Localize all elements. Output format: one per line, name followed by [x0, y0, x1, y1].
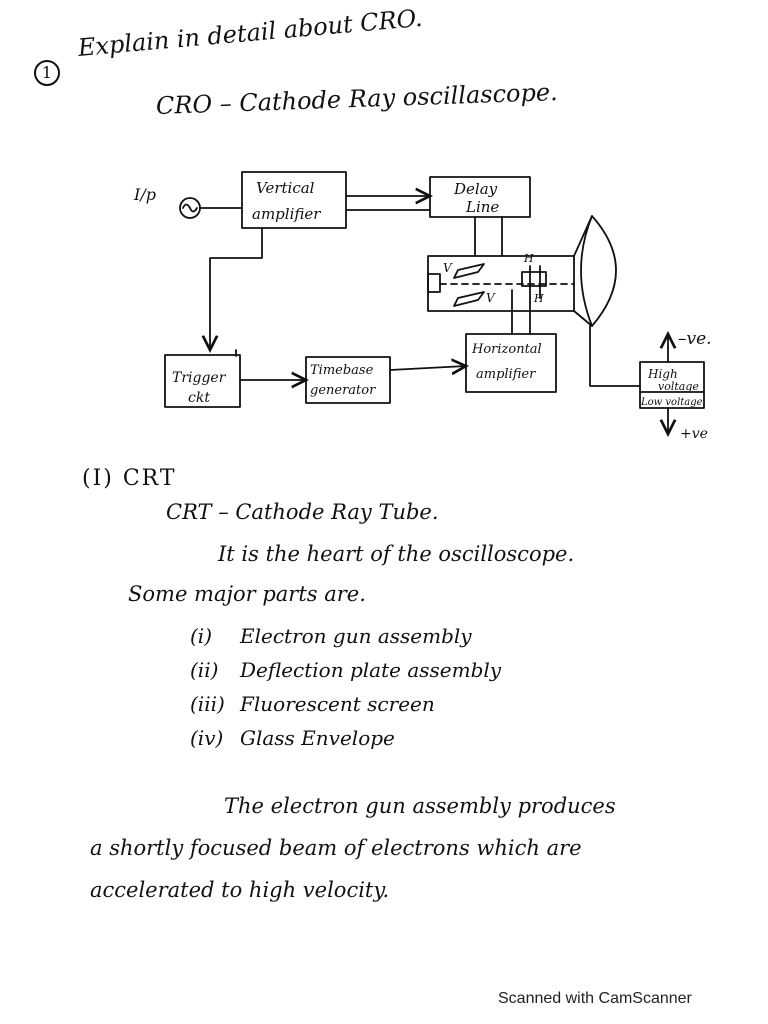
vertical-amplifier-block: [241, 171, 347, 229]
paragraph-line-1: The electron gun assembly produces: [224, 794, 616, 818]
horizontal-amp-label-2: amplifier: [476, 367, 536, 382]
delay-line-label-1: Delay: [453, 180, 498, 198]
list-item-number: (iv): [190, 726, 224, 750]
timebase-generator-block: [305, 356, 391, 404]
h-plate-box: [521, 271, 547, 287]
list-item-text: Glass Envelope: [240, 726, 395, 750]
list-item-number: (ii): [190, 658, 219, 682]
crt-intro: It is the heart of the oscilloscope.: [218, 542, 575, 566]
paragraph-line-2: a shortly focused beam of electrons whic…: [90, 836, 582, 860]
low-voltage-label: Low voltage: [640, 397, 703, 408]
horizontal-amp-label-1: Horizontal: [471, 342, 542, 357]
cro-block-diagram: I/p Vertical amplifier Delay Line V V H …: [133, 171, 712, 442]
list-item: (ii) Deflection plate assembly: [190, 658, 501, 682]
horizontal-amplifier-block: [465, 333, 557, 393]
parts-intro: Some major parts are.: [128, 582, 366, 606]
crt-expansion: CRT – Cathode Ray Tube.: [166, 500, 439, 524]
delay-line-label-2: Line: [465, 198, 499, 216]
v-plate-label-bottom: V: [486, 291, 496, 305]
list-item-number: (i): [190, 624, 213, 648]
section-heading: (I) CRT: [82, 466, 177, 491]
timebase-label-1: Timebase: [310, 363, 374, 378]
v-plate-top: [453, 263, 485, 279]
electron-gun: [427, 273, 441, 293]
high-voltage-label-1: High: [647, 367, 678, 381]
scanner-watermark: Scanned with CamScanner: [498, 990, 692, 1007]
crt-funnel: [573, 215, 593, 327]
timebase-label-2: generator: [310, 383, 376, 398]
list-item-text: Fluorescent screen: [240, 692, 435, 716]
list-item: (iv) Glass Envelope: [190, 726, 395, 750]
high-voltage-label-2: voltage: [658, 380, 699, 393]
list-item-text: Deflection plate assembly: [240, 658, 502, 682]
negative-terminal-label: –ve.: [678, 329, 712, 349]
v-plate-bottom: [453, 291, 485, 307]
list-item: (iii) Fluorescent screen: [190, 692, 435, 716]
vertical-amp-label-2: amplifier: [252, 205, 321, 223]
high-voltage-block: [639, 361, 705, 409]
list-item: (i) Electron gun assembly: [190, 624, 472, 648]
ac-wave: [182, 203, 198, 213]
input-label: I/p: [133, 185, 156, 204]
trigger-label-2: ckt: [188, 390, 210, 406]
v-plate-label-top: V: [443, 261, 453, 275]
h-plate-label-bottom: H: [533, 292, 544, 305]
positive-terminal-label: +ve: [680, 426, 708, 442]
trigger-label-1: Trigger: [172, 370, 227, 386]
list-item-text: Electron gun assembly: [240, 624, 472, 648]
description-paragraph: The electron gun assembly produces a sho…: [90, 785, 710, 911]
delay-line-block: [429, 176, 531, 218]
question-number: 1: [34, 60, 60, 86]
vertical-amp-label-1: Vertical: [256, 179, 315, 197]
h-plate-label-top: H: [523, 252, 534, 265]
list-item-number: (iii): [190, 692, 225, 716]
crt-screen: [580, 215, 617, 327]
paragraph-line-3: accelerated to high velocity.: [90, 878, 390, 902]
trigger-circuit-block: [164, 354, 241, 408]
